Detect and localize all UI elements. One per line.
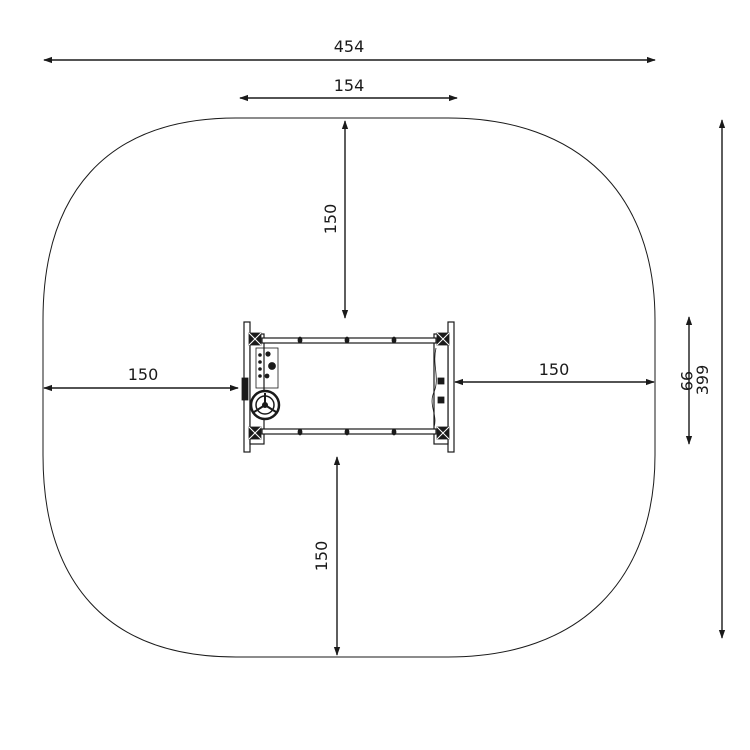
equipment-depth-label: 99 — [677, 371, 696, 391]
corner-block-top-right — [436, 332, 450, 346]
corner-block-bottom-right — [436, 426, 450, 440]
control-panel — [241, 347, 279, 401]
overall-depth-dimension: 399 — [693, 119, 726, 639]
equipment-width-label: 154 — [334, 76, 365, 95]
corner-block-bottom-left — [248, 426, 262, 440]
right-clearance-label: 150 — [539, 360, 570, 379]
equipment-depth-dimension: 99 — [677, 316, 696, 445]
rail-bolts — [297, 336, 397, 436]
overall-width-dimension: 454 — [43, 37, 656, 64]
equipment-width-dimension: 154 — [239, 76, 458, 102]
left-clearance-label: 150 — [128, 365, 159, 384]
overall-width-label: 454 — [334, 37, 365, 56]
overall-depth-label: 399 — [693, 365, 712, 396]
play-equipment — [241, 321, 455, 453]
right-wavy-panel — [431, 347, 437, 428]
steering-wheel-icon — [249, 389, 281, 421]
right-panel-clip — [437, 396, 445, 404]
corner-block-top-left — [248, 332, 262, 346]
right-panel-clip — [437, 377, 445, 385]
right-clearance-dimension: 150 — [454, 360, 655, 386]
top-clearance-dimension: 150 — [321, 120, 349, 319]
top-clearance-label: 150 — [321, 204, 340, 235]
left-clearance-dimension: 150 — [43, 365, 239, 392]
bottom-clearance-label: 150 — [312, 541, 331, 572]
bottom-clearance-dimension: 150 — [312, 456, 341, 656]
safety-zone-boundary — [42, 117, 656, 658]
